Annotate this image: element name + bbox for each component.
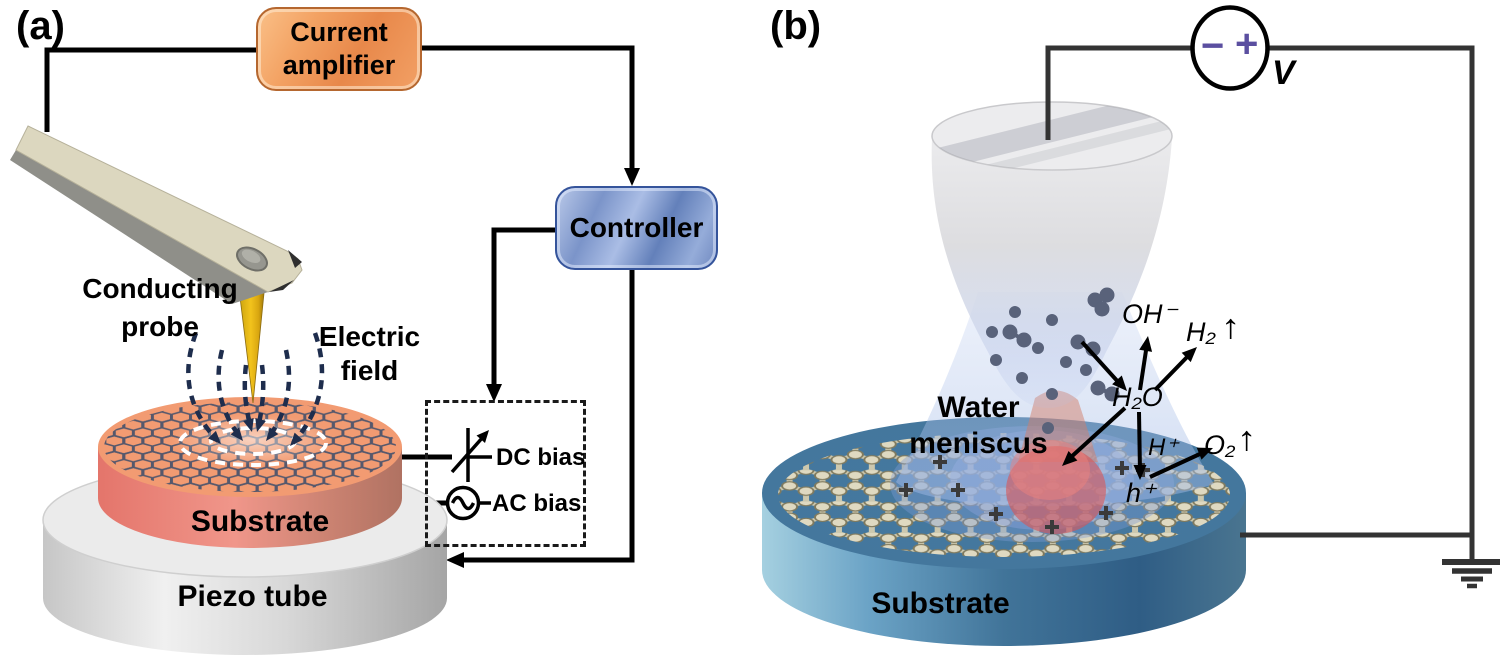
reaction-arrowheads	[1062, 336, 1213, 480]
oh-minus-label: OH⁻	[1122, 299, 1177, 329]
panel-a-tag: (a)	[16, 4, 65, 48]
dc-bias-label: DC bias	[496, 444, 586, 471]
substrate-a-label: Substrate	[190, 505, 330, 538]
electric-field-lines	[186, 332, 325, 445]
substrate-b-label: Substrate	[871, 587, 1010, 620]
wire-controller-to-bias-box	[491, 227, 556, 386]
ac-bias-symbol	[445, 485, 491, 521]
controller-label: Controller	[569, 212, 704, 243]
panel-b-tag: (b)	[770, 4, 822, 48]
voltage-label: V	[1272, 54, 1295, 92]
h-plus-label: H⁺	[1148, 434, 1178, 461]
wire-probe-to-amplifier	[44, 47, 258, 132]
o2-up-arrow-icon: ↑	[1236, 420, 1257, 458]
wire-amplifier-to-controller	[418, 45, 635, 170]
current-amplifier-label-line1: Current	[290, 17, 388, 47]
wire-controller-to-piezo	[462, 266, 635, 563]
field-line-arrowheads	[208, 417, 303, 446]
plus-sign: +	[1235, 22, 1259, 66]
dc-bias-symbol	[450, 428, 492, 482]
current-amplifier-box: Current amplifier	[256, 7, 422, 91]
h2-up-arrow-icon: ↑	[1220, 308, 1241, 346]
hole-label: h⁺	[1126, 478, 1156, 508]
biased-tip	[931, 101, 1173, 408]
conducting-probe-label: Conducting probe	[82, 273, 238, 342]
h2o-label: H₂O	[1112, 382, 1163, 412]
piezo-tube-label: Piezo tube	[177, 580, 328, 613]
h2-label: H₂	[1186, 317, 1216, 347]
water-meniscus-label: Water meniscus	[909, 391, 1048, 460]
o2-label: O₂	[1204, 430, 1236, 460]
wire-arrowheads-a	[446, 168, 640, 568]
circuit-wires-b	[1045, 45, 1475, 560]
wire-tip-to-source	[1045, 45, 1192, 140]
controller-box: Controller	[555, 186, 718, 270]
cantilever-hole	[236, 246, 268, 272]
ac-bias-label: AC bias	[492, 490, 582, 517]
reaction-arrows	[1068, 340, 1203, 479]
electric-field-label: Electric field	[318, 321, 421, 386]
substrate-a-disc	[98, 397, 402, 548]
minus-sign: −	[1201, 24, 1225, 68]
voltage-source-circle	[1190, 5, 1270, 91]
cantilever	[10, 125, 303, 304]
water-molecules	[986, 287, 1120, 434]
bias-box	[425, 400, 586, 547]
ground-icon	[1442, 559, 1500, 589]
current-amplifier-label-line2: amplifier	[282, 50, 396, 80]
wire-source-to-ground	[1268, 45, 1475, 560]
